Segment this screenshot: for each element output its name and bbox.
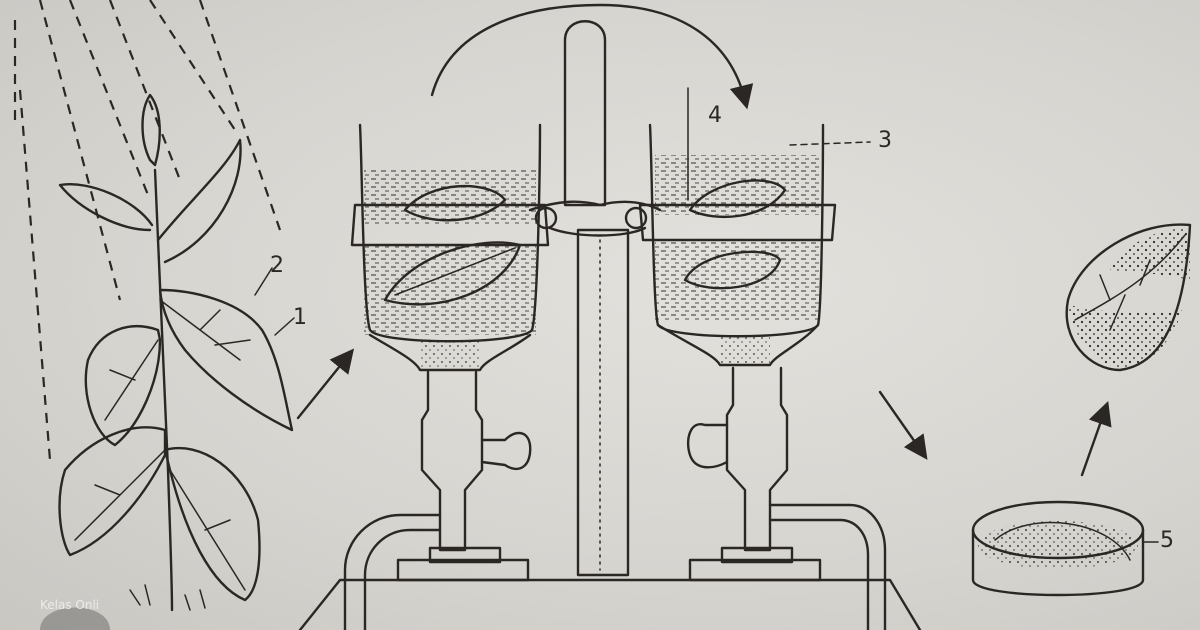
petri-dish [971,500,1159,597]
sunlight-rays [13,0,282,461]
label-1-leader [274,317,295,336]
right-beaker [638,123,837,552]
clamp [528,200,662,237]
transfer-arrow [430,3,754,110]
label-3-leader [789,141,871,146]
central-rod [563,20,630,577]
arrow-to-leaf [1080,400,1112,477]
label-1: 1 [293,305,307,330]
label-2-leader [254,267,273,296]
label-3: 3 [878,128,892,153]
label-2: 2 [270,253,284,278]
stained-leaf [1065,223,1192,372]
arrow-to-dish [878,390,928,460]
potted-plant [58,93,294,612]
arrow-to-apparatus [296,348,355,420]
watermark-logo [40,607,110,630]
left-beaker [350,123,550,552]
watermark-text: Kelas Onli [40,598,100,612]
stand-base [298,546,922,630]
label-5: 5 [1160,528,1174,553]
hoses [343,503,887,630]
label-4: 4 [708,103,722,128]
